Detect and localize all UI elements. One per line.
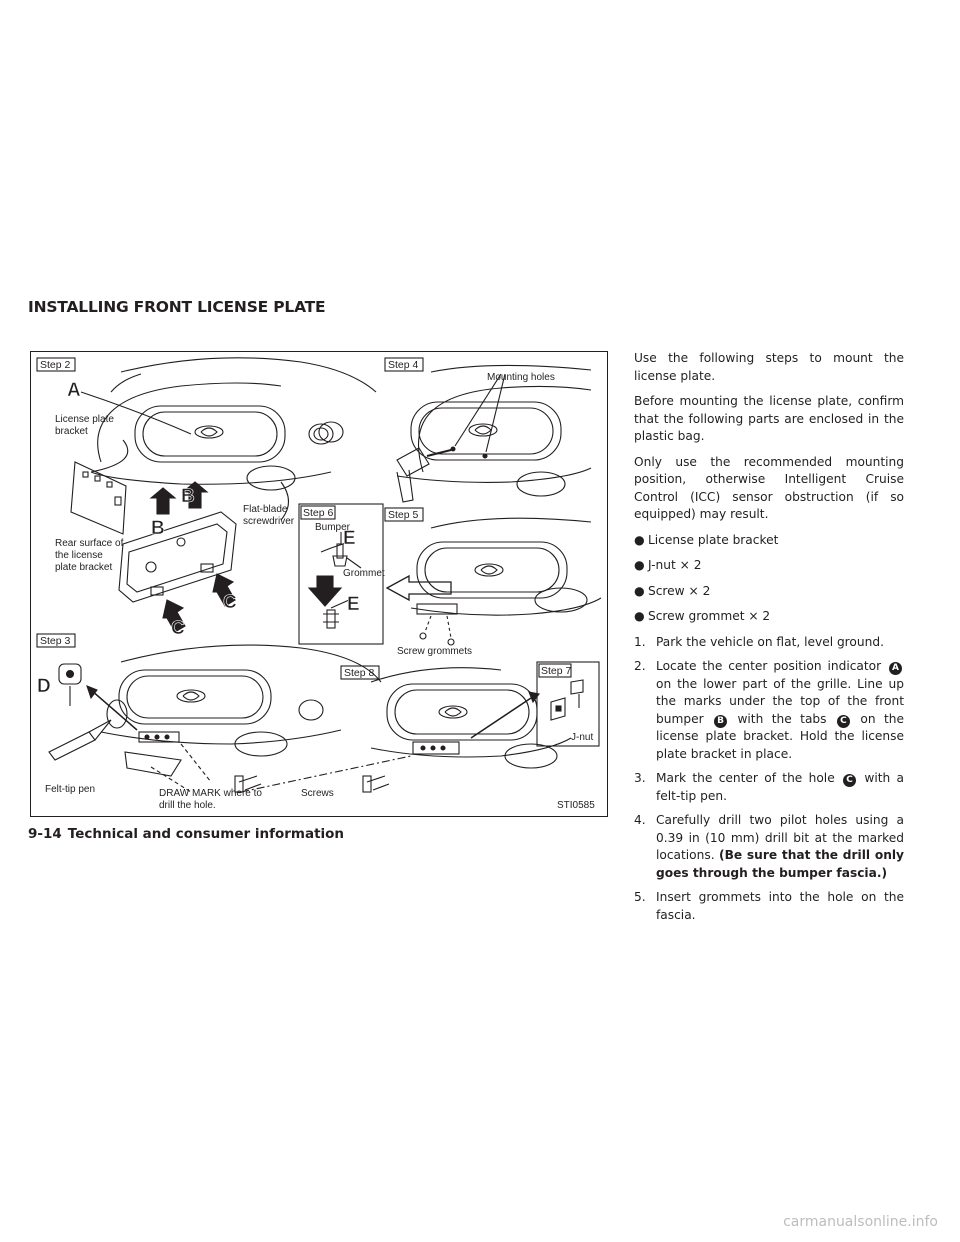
step3-box bbox=[36, 633, 76, 648]
step8-box bbox=[340, 665, 380, 680]
step3-illustration bbox=[48, 644, 382, 793]
callout-b-2: B bbox=[181, 486, 195, 507]
confirm-paragraph: Before mounting the license plate, confi… bbox=[634, 394, 904, 443]
callout-b-1: B bbox=[151, 518, 165, 539]
step6-illustration bbox=[298, 503, 384, 645]
label-flat-blade-2: screwdriver bbox=[243, 516, 295, 527]
watermark: carmanualsonline.info bbox=[783, 1214, 938, 1230]
step-2: 2. Locate the center position indicator … bbox=[634, 659, 905, 761]
installation-diagram: Step 2 Step 3 Step 4 Step 5 Step 6 Step … bbox=[36, 357, 602, 811]
step-4: 4. Carefully drill two pilot holes using… bbox=[634, 813, 905, 880]
chapter-title: Technical and consumer information bbox=[67, 826, 345, 842]
figure-id: STI0585 bbox=[557, 800, 595, 811]
bullet-item: ●License plate bracket bbox=[634, 532, 904, 550]
section-title: INSTALLING FRONT LICENSE PLATE bbox=[28, 298, 326, 316]
bullet-icon: ● bbox=[634, 583, 645, 598]
callout-c-icon: C bbox=[843, 774, 857, 787]
bullet-icon: ● bbox=[634, 532, 645, 547]
label-license-plate-2: bracket bbox=[55, 426, 88, 437]
label-screw-grommets: Screw grommets bbox=[397, 646, 472, 657]
step-1: 1. Park the vehicle on flat, level groun… bbox=[634, 634, 884, 649]
label-mounting-holes: Mounting holes bbox=[487, 372, 555, 383]
intro-paragraph: Use the following steps to mount the lic… bbox=[634, 351, 904, 383]
bullet-item: ●Screw × 2 bbox=[634, 583, 904, 601]
step5-label: Step 5 bbox=[388, 509, 419, 521]
bullet-icon: ● bbox=[634, 609, 645, 623]
callout-e-1: E bbox=[343, 528, 356, 549]
step8-illustration bbox=[234, 667, 572, 793]
step3-label: Step 3 bbox=[40, 635, 71, 647]
callout-a: A bbox=[67, 380, 81, 401]
step2-box bbox=[36, 357, 76, 372]
step2-illustration bbox=[70, 357, 377, 535]
step-3: 3. Mark the center of the hole C with a … bbox=[634, 771, 905, 803]
label-screws: Screws bbox=[301, 788, 334, 799]
label-license-plate-1: License plate bbox=[55, 414, 114, 425]
callout-b-icon: B bbox=[714, 714, 728, 728]
label-draw-mark-1: DRAW MARK where to bbox=[159, 788, 262, 799]
label-flat-blade-1: Flat-blade bbox=[243, 504, 288, 515]
callout-c-2: C bbox=[171, 618, 185, 639]
label-felt-tip-pen: Felt-tip pen bbox=[45, 784, 95, 795]
page-footer: 9-14 Technical and consumer information bbox=[28, 826, 344, 842]
step4-label: Step 4 bbox=[388, 359, 419, 371]
step7-label: Step 7 bbox=[541, 665, 572, 677]
bullet-item: ●Screw grommet × 2 bbox=[634, 608, 904, 626]
rear-surface-illustration bbox=[118, 511, 237, 633]
label-bumper: Bumper bbox=[315, 522, 351, 533]
callout-d: D bbox=[37, 676, 51, 697]
label-rear-surface-3: plate bracket bbox=[55, 562, 112, 573]
step4-box bbox=[384, 357, 424, 372]
step5-illustration bbox=[385, 517, 602, 646]
label-j-nut: J-nut bbox=[571, 732, 593, 743]
label-rear-surface-2: the license bbox=[55, 550, 103, 561]
label-draw-mark-2: drill the hole. bbox=[159, 800, 216, 811]
step4-illustration bbox=[318, 364, 592, 503]
label-rear-surface-1: Rear surface of bbox=[55, 538, 124, 549]
label-grommet: Grommet bbox=[343, 568, 385, 579]
bullet-icon: ● bbox=[634, 558, 645, 572]
callout-e-2: E bbox=[347, 594, 360, 615]
step8-label: Step 8 bbox=[344, 667, 375, 679]
installation-figure: Step 2 Step 3 Step 4 Step 5 Step 6 Step … bbox=[30, 351, 608, 817]
instructions-column: Use the following steps to mount the lic… bbox=[634, 350, 904, 931]
recommend-paragraph: Only use the recommended mounting positi… bbox=[634, 454, 904, 522]
step6-label: Step 6 bbox=[303, 507, 334, 519]
step7-illustration bbox=[536, 661, 600, 747]
step5-box bbox=[384, 507, 424, 522]
callout-c-1: C bbox=[223, 592, 237, 613]
callout-a-icon: A bbox=[889, 662, 903, 675]
callout-c-icon: C bbox=[836, 714, 850, 728]
step-5: 5. Insert grommets into the hole on the … bbox=[634, 890, 904, 922]
bullet-item: ●J-nut × 2 bbox=[634, 557, 904, 575]
page-number: 9-14 bbox=[28, 826, 62, 842]
step2-label: Step 2 bbox=[40, 359, 71, 371]
